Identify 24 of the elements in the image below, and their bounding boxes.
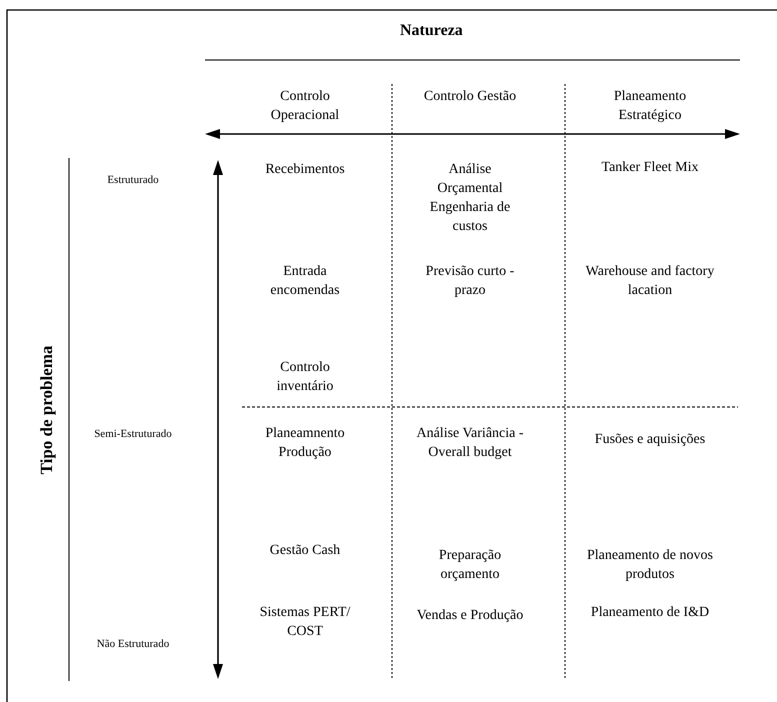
column-header: Controlo Gestão [422,88,518,106]
cell-text: Fusões e aquisições [594,431,706,449]
column-header: Planeamento Estratégico [612,88,688,125]
column-header: Controlo Operacional [270,88,340,125]
cell-text: Planeamnento Produção [264,425,346,462]
cell-text: Planeamento de I&D [590,604,710,622]
axis-title: Tipo de problema [37,346,57,474]
cell-text: Análise Variância - Overall budget [415,425,525,462]
row-label: Não Estruturado [96,637,170,651]
cell-text: Controlo inventário [276,359,334,396]
row-label: Estruturado [106,173,160,187]
title: Natureza [400,22,463,40]
cell-text: Recebimentos [264,161,346,179]
cell-text: Vendas e Produção [416,607,524,625]
row-label: Semi-Estruturado [93,427,173,441]
cell-text: Planeamento de novos produtos [586,547,714,584]
cell-text: Sistemas PERT/ COST [258,604,352,641]
cell-text: Gestão Cash [268,542,342,560]
cell-text: Preparação orçamento [438,547,502,584]
cell-text: Análise Orçamental Engenharia de custos [428,161,512,236]
cell-text: Previsão curto - prazo [424,263,516,300]
cell-text: Entrada encomendas [269,263,341,300]
cell-text: Tanker Fleet Mix [600,159,700,177]
cell-text: Warehouse and factory lacation [585,263,715,300]
